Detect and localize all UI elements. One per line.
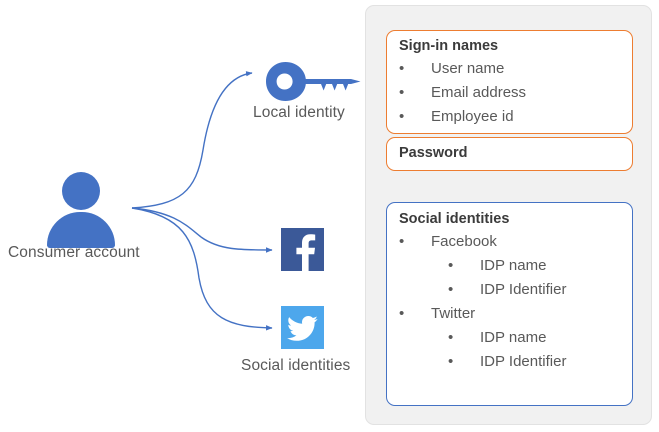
social-identities-list: • Facebook • IDP name • IDP Identifier •… xyxy=(399,230,566,374)
bullet-icon: • xyxy=(448,353,454,370)
social-identities-box xyxy=(386,202,633,406)
bullet-icon: • xyxy=(399,84,405,101)
list-item: • Twitter xyxy=(399,302,566,326)
list-item: • IDP name xyxy=(448,254,566,278)
social-identities-label: Social identities xyxy=(241,357,351,374)
key-icon xyxy=(266,62,361,101)
bullet-icon: • xyxy=(399,233,405,250)
password-box xyxy=(386,137,633,171)
bullet-icon: • xyxy=(448,329,454,346)
connector-to-facebook xyxy=(131,207,273,253)
list-item: • IDP name xyxy=(448,326,566,350)
bullet-icon: • xyxy=(399,108,405,125)
connector-to-local-identity xyxy=(131,71,253,209)
bullet-icon: • xyxy=(399,60,405,77)
facebook-icon xyxy=(281,228,324,271)
twitter-icon xyxy=(281,306,324,349)
password-title: Password xyxy=(399,145,468,161)
bullet-icon: • xyxy=(448,281,454,298)
list-item: • User name xyxy=(399,57,526,81)
person-head-icon xyxy=(62,172,100,210)
sign-in-names-title: Sign-in names xyxy=(399,38,499,54)
consumer-account-label: Consumer account xyxy=(8,244,140,261)
sign-in-names-box xyxy=(386,30,633,134)
bullet-icon: • xyxy=(448,257,454,274)
bullet-icon: • xyxy=(399,305,405,322)
list-item: • Employee id xyxy=(399,105,526,129)
list-item: • IDP Identifier xyxy=(448,278,566,302)
list-item: • IDP Identifier xyxy=(448,350,566,374)
sign-in-names-list: • User name • Email address • Employee i… xyxy=(399,57,526,129)
list-item: • Email address xyxy=(399,81,526,105)
social-identities-title: Social identities xyxy=(399,211,510,227)
list-item: • Facebook xyxy=(399,230,566,254)
connector-to-twitter xyxy=(131,207,273,331)
local-identity-label: Local identity xyxy=(253,104,345,121)
